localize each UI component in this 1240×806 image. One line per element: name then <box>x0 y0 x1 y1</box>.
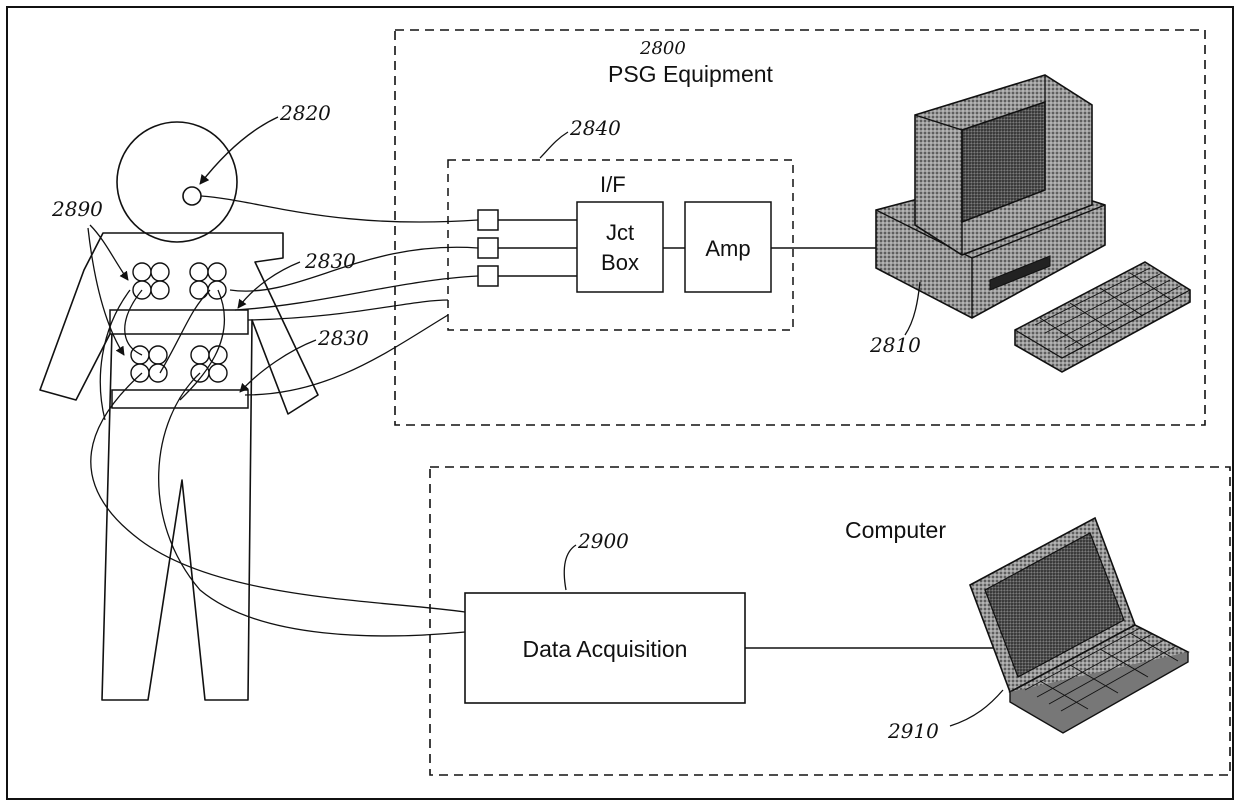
interface-title: I/F <box>600 172 626 197</box>
desktop-computer-ref: 2810 <box>869 333 921 357</box>
electrode-ref-leader-2 <box>88 228 124 355</box>
junction-box <box>577 202 663 292</box>
interface-ref-leader <box>540 132 568 158</box>
junction-box-line2: Box <box>601 250 639 275</box>
band-upper-ref-leader <box>238 262 300 308</box>
connector-1 <box>478 210 498 230</box>
psg-equipment-region: 2800 PSG Equipment I/F 2840 Jct Box Amp <box>395 30 1205 425</box>
interface-ref: 2840 <box>569 116 621 140</box>
subject-body <box>40 233 318 700</box>
laptop-icon <box>970 518 1188 733</box>
psg-lead-wires <box>125 196 478 395</box>
psg-equipment-ref: 2800 <box>639 38 686 59</box>
electrode-ref: 2890 <box>51 197 103 221</box>
laptop-ref: 2910 <box>887 719 939 743</box>
psg-equipment-title: PSG Equipment <box>608 61 774 87</box>
electrode-cluster-upper-left <box>133 263 169 299</box>
subject-figure: 2820 2890 2830 2830 <box>40 101 369 700</box>
laptop-ref-leader <box>950 690 1003 726</box>
amplifier-label: Amp <box>705 236 750 261</box>
computer-title: Computer <box>845 517 946 543</box>
subject-head <box>117 122 237 242</box>
connector-3 <box>478 266 498 286</box>
chest-band-upper <box>110 310 248 334</box>
head-sensor-ref: 2820 <box>279 101 331 125</box>
connector-2 <box>478 238 498 258</box>
daq-lead-wires <box>91 290 465 636</box>
head-sensor <box>183 187 201 205</box>
data-acquisition-ref-leader <box>564 545 576 590</box>
computer-region: Computer Data Acquisition 2900 2910 <box>430 467 1230 775</box>
electrode-cluster-upper-right <box>190 263 226 299</box>
data-acquisition-label: Data Acquisition <box>523 636 688 662</box>
head-sensor-leader <box>200 117 278 184</box>
band-upper-ref: 2830 <box>304 249 356 273</box>
junction-box-line1: Jct <box>606 220 634 245</box>
desktop-computer-icon <box>876 75 1190 372</box>
data-acquisition-ref: 2900 <box>577 529 629 553</box>
band-lower-ref: 2830 <box>317 326 369 350</box>
